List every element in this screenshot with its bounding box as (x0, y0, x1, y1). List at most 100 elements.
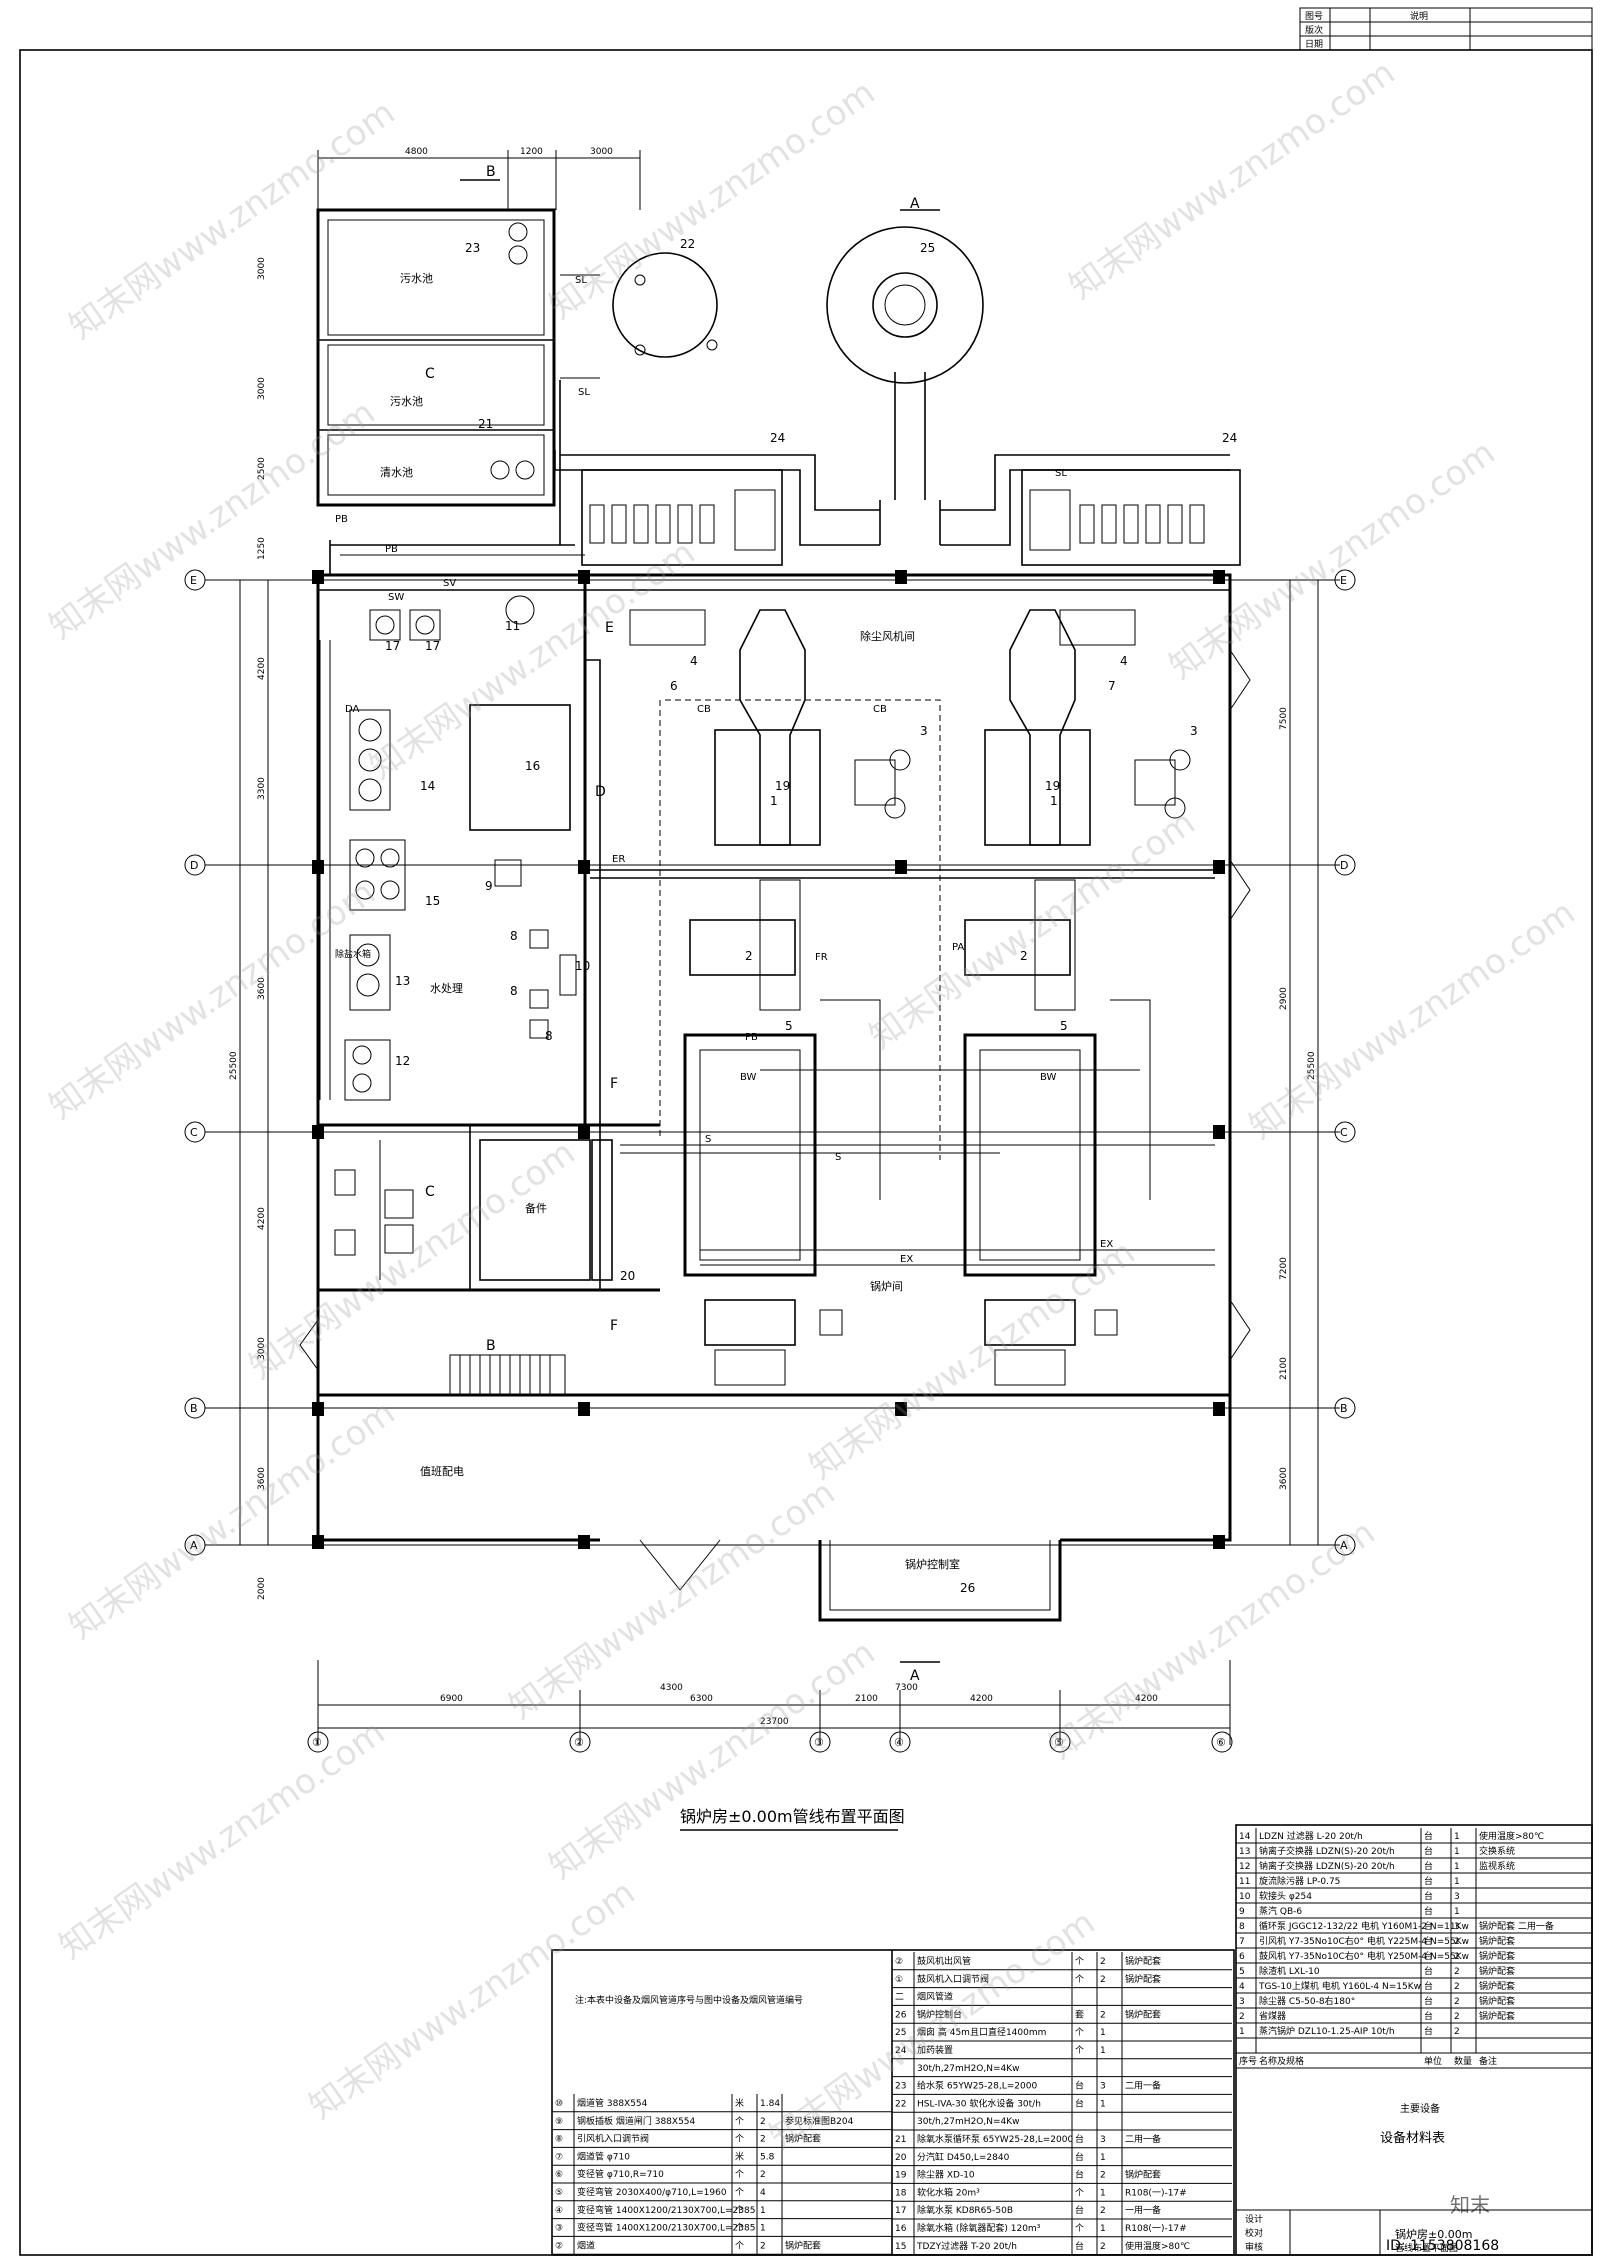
table-left-no: 16 (895, 2224, 907, 2234)
table-left-no: 22 (895, 2099, 906, 2109)
table-left-note: 锅炉配套 (785, 2133, 821, 2145)
dim-right-1: 7500 (1279, 707, 1289, 730)
table-left-no: 19 (895, 2171, 907, 2181)
equipment-tag-label: 19 (775, 779, 790, 793)
equipment-tag: 7 (1108, 679, 1116, 693)
boiler-unit-right (963, 609, 1191, 1386)
table-right-unit: 台 (1424, 1980, 1433, 1992)
table-left-note: 锅炉配套 (1125, 2169, 1161, 2181)
label-softener: 除盐水箱 (335, 948, 371, 960)
table-left-no: ① (895, 1975, 903, 1985)
building-outline (299, 573, 1251, 1622)
table-right-name: 钠离子交换器 LDZN(S)-20 20t/h (1259, 1860, 1395, 1872)
table-right-no: 11 (1239, 1877, 1250, 1887)
table-right-unit: 台 (1424, 1920, 1433, 1932)
top-dimensions: 4800 1200 3000 (317, 147, 641, 210)
dim-left-11: 1250 (257, 537, 267, 560)
equipment-tag: 17 (385, 639, 400, 653)
equipment-tag: 16 (525, 759, 540, 773)
table-left-qty: 1 (760, 2224, 766, 2234)
dim-bottom-3: 6300 (690, 1694, 713, 1704)
section-f-bottom: F (610, 1318, 618, 1334)
equipment-tag-label: 7 (1108, 679, 1116, 693)
dim-left-3: 3600 (257, 977, 267, 1000)
dim-top-3: 3000 (590, 147, 613, 157)
dim-right-3: 7200 (1279, 1257, 1289, 1280)
section-e: E (605, 620, 614, 636)
table-left-no: 15 (895, 2242, 906, 2252)
table-left-name: 变径弯管 2030X400/φ710,L=1960 (577, 2186, 727, 2198)
table-right-qty: 1 (1454, 1862, 1460, 1872)
table-right-note: 锅炉配套 (1479, 1935, 1515, 1947)
equipment-tag-label: 6 (670, 679, 678, 693)
sewage-pools: 污水池 污水池 清水池 (316, 208, 556, 507)
pipe-sw: SW (388, 592, 404, 603)
table-right-no: 7 (1239, 1937, 1245, 1947)
table-left-unit: 套 (1075, 2008, 1084, 2020)
equipment-tag: 3 (1190, 724, 1198, 738)
table-right-footer: 主要设备 (1400, 2102, 1440, 2115)
table-right-name: 软接头 φ254 (1259, 1890, 1312, 1902)
pipe-cb-2: CB (873, 704, 887, 715)
equipment-tag-label: 12 (395, 1054, 410, 1068)
table-left-qty: 1.84 (760, 2099, 780, 2109)
table-left-qty: 5.8 (760, 2152, 775, 2162)
table-left-name: 变径弯管 1400X1200/2130X700,L=2385 (577, 2204, 755, 2216)
axis-right-e: E (1340, 574, 1347, 587)
dim-right-4: 2100 (1279, 1357, 1289, 1380)
axis-right-b: B (1340, 1402, 1348, 1415)
drawing-title: 锅炉房±0.00m管线布置平面图 (680, 1807, 905, 1826)
table-left-unit: 台 (1075, 2240, 1084, 2252)
dim-left-8: 3000 (257, 257, 267, 280)
table-left-qty: 1 (1100, 2099, 1106, 2109)
table-left-name: 除氧水泵循环泵 65YW25-28,L=2000 (917, 2133, 1073, 2145)
equipment-tag-label: 1 (1050, 794, 1058, 808)
table-left-name: TDZY过滤器 T-20 20t/h (916, 2240, 1017, 2252)
equipment-tag: 21 (478, 417, 493, 431)
table-left-name: 30t/h,27mH2O,N=4Kw (917, 2117, 1020, 2127)
pipe-sl-3: SL (1055, 468, 1067, 479)
equipment-tag-label: 8 (510, 984, 518, 998)
table-left-note: 锅炉配套 (785, 2239, 821, 2251)
table-left-name: 除氧水泵 KD8R65-50B (917, 2204, 1013, 2216)
label-sewage-pool-1: 污水池 (400, 272, 433, 285)
equipment-tag-label: 2 (1020, 949, 1028, 963)
table-right-colhead: 数量 (1454, 2055, 1472, 2067)
table-left-name: 软化水箱 20m³ (917, 2186, 980, 2198)
equipment-tag: 5 (1060, 1019, 1068, 1033)
equipment-tag: 23 (465, 241, 480, 255)
table-left-qty: 4 (760, 2188, 766, 2198)
table-right-qty: 2 (1454, 2027, 1460, 2037)
dim-left-4: 4200 (257, 1207, 267, 1230)
axis-left-c: C (190, 1126, 198, 1139)
pipe-da: DA (345, 704, 360, 715)
table-left-row: 二烟风管道 (892, 1991, 1232, 2006)
table-right-colhead: 单位 (1424, 2055, 1442, 2067)
section-a-bottom: A (910, 1668, 920, 1684)
table-right-sign-3: 审核 (1245, 2241, 1263, 2253)
table-left-qty: 3 (1100, 2082, 1106, 2092)
equipment-tag-label: 17 (425, 639, 440, 653)
left-dimensions: 25500 4200 3300 3600 4200 3000 3600 2000… (229, 257, 269, 1600)
table-left-no: ⑤ (555, 2188, 563, 2198)
table-right-unit: 台 (1424, 1995, 1433, 2007)
equipment-tag: 9 (485, 879, 493, 893)
table-right-name: 蒸汽锅炉 DZL10-1.25-AIP 10t/h (1259, 2025, 1395, 2037)
section-marks: A A B B C C D E F F (425, 164, 940, 1684)
table-left-qty: 2 (1100, 2010, 1106, 2020)
table-left-no: 26 (895, 2010, 907, 2020)
label-sewage-pool-2: 污水池 (390, 395, 423, 408)
equipment-tag: 2 (745, 949, 753, 963)
table-right-name: 除尘器 C5-50-8右180° (1259, 1995, 1355, 2007)
